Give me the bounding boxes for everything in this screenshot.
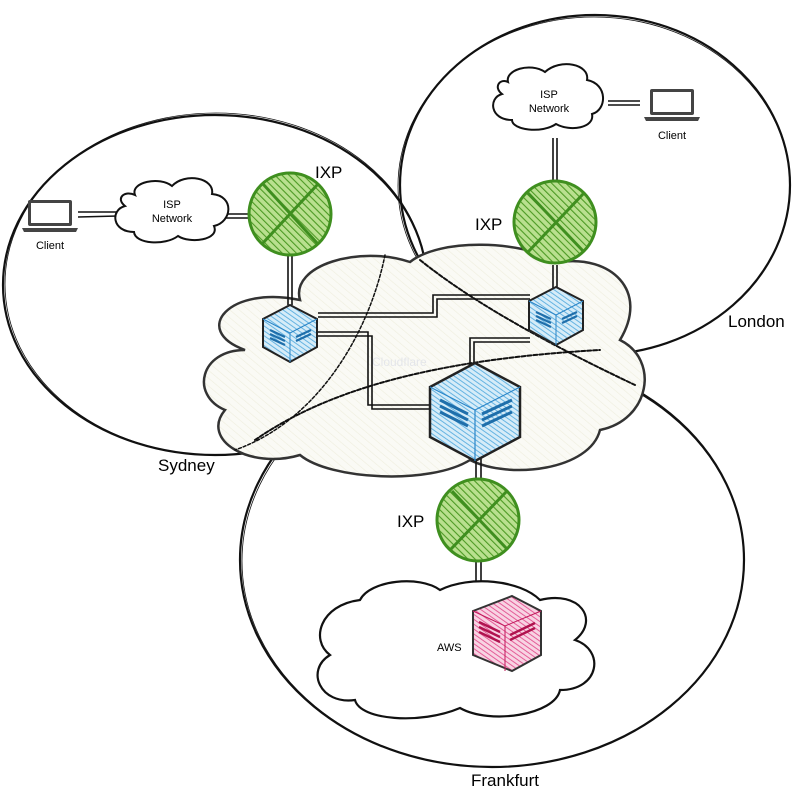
region-label-frankfurt: Frankfurt	[471, 771, 539, 790]
client-label: Client	[658, 130, 686, 142]
isp-cloud-sydney: ISP Network	[114, 177, 230, 244]
edge-node-sydney[interactable]	[262, 303, 318, 364]
edge-node-london[interactable]	[528, 285, 584, 347]
backbone-cloud: Cloudflare	[202, 243, 646, 478]
backbone-watermark: Cloudflare	[372, 355, 427, 369]
ixp-icon	[247, 171, 333, 257]
server-cube-icon	[472, 594, 542, 673]
isp-label-line2: Network	[529, 103, 570, 115]
ixp-label: IXP	[475, 215, 502, 234]
ixp-london[interactable]: IXP	[475, 179, 598, 265]
server-cube-icon	[262, 303, 318, 364]
client-london[interactable]: Client	[644, 89, 700, 142]
server-cube-icon	[528, 285, 584, 347]
laptop-icon	[644, 89, 700, 121]
origin-aws[interactable]: AWS	[437, 594, 542, 673]
sydney-arc-overlay	[234, 254, 386, 451]
ixp-frankfurt[interactable]: IXP	[397, 477, 521, 563]
laptop-icon	[22, 200, 78, 232]
ixp-label: IXP	[397, 512, 424, 531]
client-label: Client	[36, 240, 64, 252]
isp-label-line1: ISP	[540, 89, 558, 101]
edge-node-frankfurt[interactable]	[428, 361, 522, 463]
ixp-label: IXP	[315, 163, 342, 182]
links	[77, 100, 640, 590]
isp-label-line1: ISP	[163, 199, 181, 211]
region-label-sydney: Sydney	[158, 456, 215, 475]
ixp-sydney[interactable]: IXP	[247, 163, 342, 257]
origin-label: AWS	[437, 642, 462, 654]
ixp-icon	[435, 477, 521, 563]
region-label-london: London	[728, 312, 785, 331]
isp-label-line2: Network	[152, 213, 193, 225]
london-arc-overlay	[419, 259, 636, 386]
client-sydney[interactable]: Client	[22, 200, 78, 252]
isp-cloud-london: ISP Network	[492, 63, 604, 131]
frankfurt-arc-overlay	[254, 349, 601, 441]
server-cube-icon	[428, 361, 522, 463]
ixp-icon	[512, 179, 598, 265]
